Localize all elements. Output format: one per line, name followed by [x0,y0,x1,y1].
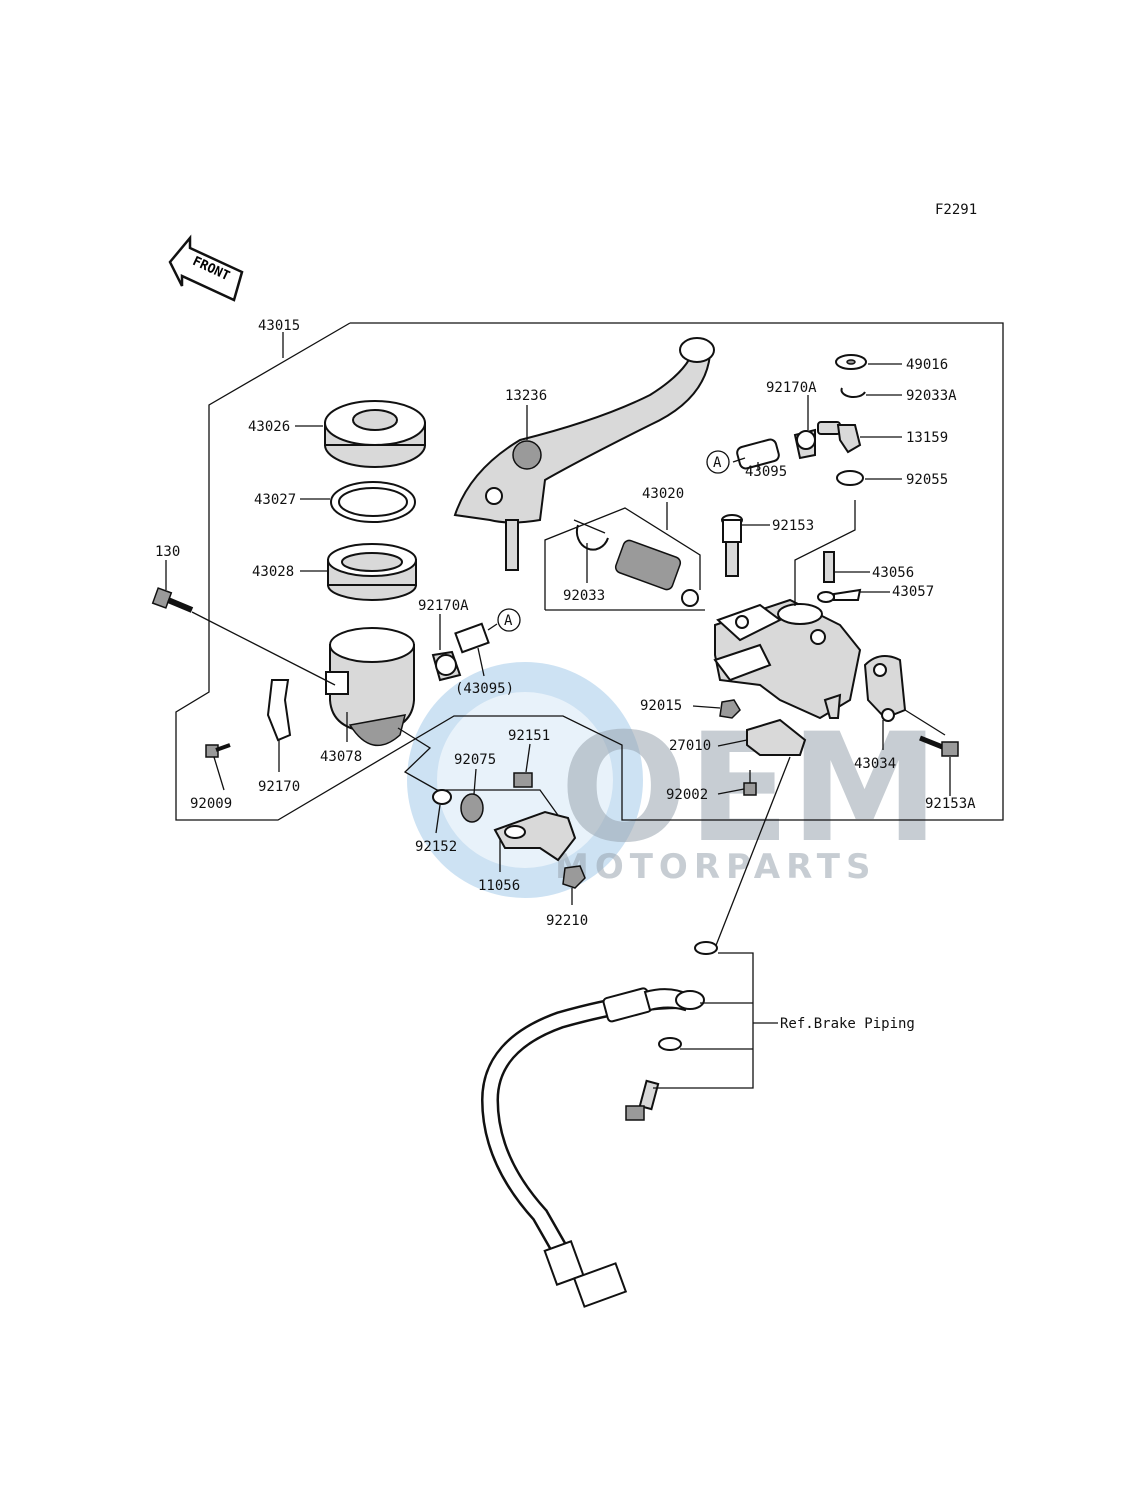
reservoir-diaphragm [327,543,417,601]
label-92033A: 92033A [906,388,957,404]
label-43056: 43056 [872,565,914,581]
bushing-92152 [432,789,452,805]
nut-92210 [562,865,586,889]
label-92002: 92002 [666,787,708,803]
leader-lines [165,363,951,905]
label-43015: 43015 [258,318,300,334]
label-43034: 43034 [854,756,896,772]
label-13159: 13159 [906,430,948,446]
label-27010: 27010 [669,738,711,754]
bracket-92170 [266,679,292,742]
label-92170A-left: 92170A [418,598,469,614]
label-92033: 92033 [563,588,605,604]
label-ref-brake-piping: Ref.Brake Piping [780,1016,915,1032]
label-92170A-right: 92170A [766,380,817,396]
brake-lever [453,337,715,571]
hose-clamp-left [431,650,462,682]
label-92153A: 92153A [925,796,976,812]
washer-bottom [658,1037,682,1051]
oring-92055 [836,470,864,486]
watermark-sub: MOTORPARTS [555,847,876,887]
label-11056: 11056 [478,878,520,894]
bleeder-43056 [823,551,835,583]
nut-92015 [719,699,741,719]
holder-43034 [863,655,907,722]
master-cylinder-body [713,598,862,720]
cap-43057 [817,588,862,603]
label-92075: 92075 [454,752,496,768]
switch-27010 [746,718,807,756]
svg-text:A: A [504,613,513,629]
washer-top [694,941,718,955]
label-49016: 49016 [906,357,948,373]
screw-92002 [743,782,757,796]
ref-marker-left: A [497,608,521,632]
reservoir-seal [330,481,416,523]
label-92009: 92009 [190,796,232,812]
hose-clamp-right [793,428,816,460]
label-43028: 43028 [252,564,294,580]
bolt-92151 [513,772,533,788]
svg-text:A: A [713,455,722,471]
label-92151: 92151 [508,728,550,744]
brake-hose [480,987,705,1308]
banjo-bolt [625,1079,660,1121]
label-130: 130 [155,544,180,560]
front-arrow-icon: FRONT [168,234,244,302]
hose-right [736,438,780,470]
label-43078: 43078 [320,749,362,765]
label-92152: 92152 [415,839,457,855]
label-92055: 92055 [906,472,948,488]
cap-49016 [835,354,867,370]
ref-marker-right: A [706,450,730,474]
screw-92009 [205,743,231,758]
piston-kit [575,524,699,607]
fitting-13159 [817,421,862,454]
bolt-92153 [721,514,743,577]
label-43095: 43095 [745,464,787,480]
label-92210: 92210 [546,913,588,929]
label-43020: 43020 [642,486,684,502]
circlip-92033A [840,387,866,398]
label-43095-ref: (43095) [455,681,514,697]
bolt-92153A [919,735,959,757]
assembly-outline [175,322,1004,821]
label-92153: 92153 [772,518,814,534]
label-43026: 43026 [248,419,290,435]
reservoir-cap [324,400,426,468]
label-92170: 92170 [258,779,300,795]
reservoir-tank [325,627,415,747]
diagram-code: F2291 [935,202,977,218]
label-43057: 43057 [892,584,934,600]
grommet-92075 [460,793,484,823]
label-13236: 13236 [505,388,547,404]
label-43027: 43027 [254,492,296,508]
label-92015: 92015 [640,698,682,714]
bolt-130 [151,587,194,613]
part-labels: 43015 43026 43027 43028 130 43078 92009 … [155,318,976,1032]
hose-left [454,622,490,654]
bracket-11056 [493,810,577,862]
